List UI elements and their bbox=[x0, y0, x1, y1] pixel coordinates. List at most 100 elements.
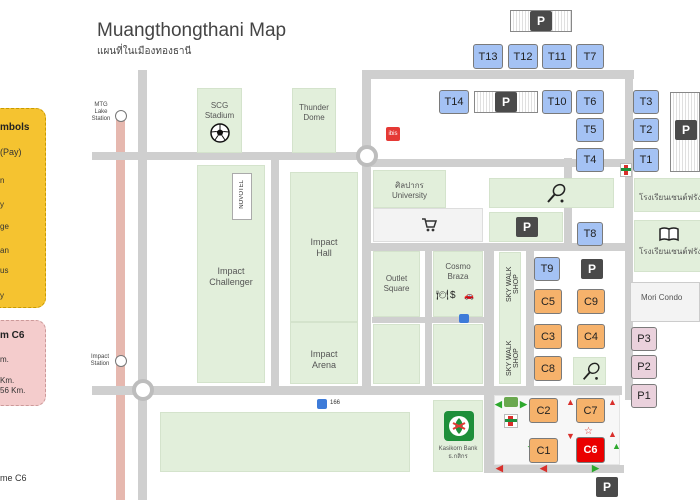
bus-stop-icon bbox=[317, 399, 327, 409]
tower-t1[interactable]: T1 bbox=[633, 148, 659, 172]
tower-t11[interactable]: T11 bbox=[542, 44, 572, 69]
tennis-court-block[interactable] bbox=[573, 357, 606, 385]
road bbox=[362, 70, 634, 79]
tower-t8[interactable]: T8 bbox=[577, 222, 603, 246]
parking-icon[interactable]: P bbox=[530, 11, 552, 31]
building-p2[interactable]: P2 bbox=[631, 355, 657, 379]
parking-icon[interactable]: P bbox=[516, 217, 538, 237]
skywalk-shop-label: SKY WALK SHOP bbox=[506, 266, 520, 302]
tower-t5[interactable]: T5 bbox=[576, 118, 604, 142]
car-icon: 🚗 bbox=[464, 291, 474, 300]
shopping-block[interactable] bbox=[373, 208, 483, 242]
parking-icon[interactable]: P bbox=[581, 259, 603, 279]
direction-arrow-icon: ◀ bbox=[495, 399, 502, 409]
ibis-label: ibis bbox=[388, 131, 398, 137]
impact-hall-block[interactable]: Impact Hall bbox=[290, 172, 358, 322]
condo-c4[interactable]: C4 bbox=[577, 324, 605, 349]
map-title: Muangthongthani Map bbox=[97, 20, 287, 41]
impact-station-marker[interactable] bbox=[115, 355, 127, 367]
condo-c2[interactable]: C2 bbox=[529, 398, 558, 423]
scg-stadium-label: SCG Stadium bbox=[204, 101, 235, 120]
impact-challenger-block[interactable]: Impact Challenger bbox=[197, 165, 265, 383]
thunder-dome-label: Thunder Dome bbox=[299, 103, 329, 122]
novotel-sign: NOVOTEL bbox=[232, 173, 252, 220]
skywalk-shop-block[interactable] bbox=[499, 252, 521, 384]
mtg-lake-station-marker[interactable] bbox=[115, 110, 127, 122]
c6-legend-panel bbox=[0, 320, 46, 406]
condo-c3[interactable]: C3 bbox=[534, 324, 562, 349]
skywalk-shop-label: SKY WALK SHOP bbox=[506, 340, 520, 376]
roundabout bbox=[356, 145, 378, 167]
direction-arrow-icon: ▲ bbox=[608, 397, 617, 407]
map-subtitle: แผนที่ในเมืองทองธานี bbox=[97, 46, 192, 57]
scg-stadium-block[interactable]: SCG Stadium bbox=[197, 88, 242, 153]
parking-icon[interactable]: P bbox=[495, 92, 517, 112]
symbols-legend-line: ge bbox=[0, 222, 9, 231]
direction-arrow-icon: ▲ bbox=[608, 429, 617, 439]
parking-icon[interactable]: P bbox=[596, 477, 618, 497]
kasikorn-bank-block[interactable]: Kasikorn Bank ธ.กสิกร bbox=[433, 400, 483, 472]
condo-c1[interactable]: C1 bbox=[529, 438, 558, 463]
condo-c9[interactable]: C9 bbox=[577, 289, 605, 314]
seven-eleven-icon bbox=[620, 163, 632, 177]
building-p3[interactable]: P3 bbox=[631, 327, 657, 351]
school-block[interactable]: โรงเรียนเซนต์ฟรัง bbox=[634, 220, 700, 272]
condo-c7[interactable]: C7 bbox=[576, 398, 605, 423]
tennis-racket-icon bbox=[544, 182, 568, 206]
symbols-legend-line: y bbox=[0, 291, 4, 300]
impact-station-label: Impact Station bbox=[90, 354, 110, 367]
mori-condo-label: Mori Condo bbox=[641, 293, 683, 302]
direction-arrow-icon: ▶ bbox=[520, 399, 527, 409]
symbols-legend-line: n bbox=[0, 176, 5, 185]
condo-c8[interactable]: C8 bbox=[534, 356, 562, 381]
ibis-hotel-icon[interactable]: ibis bbox=[386, 127, 400, 141]
tower-t7[interactable]: T7 bbox=[576, 44, 604, 69]
bottom-park-block bbox=[160, 412, 410, 472]
tower-t3[interactable]: T3 bbox=[633, 90, 659, 114]
kasikorn-bank-label: Kasikorn Bank ธ.กสิกร bbox=[438, 446, 478, 460]
c6-legend-line: m. bbox=[0, 355, 9, 364]
road bbox=[92, 152, 367, 160]
roundabout bbox=[132, 379, 154, 401]
tower-t2[interactable]: T2 bbox=[633, 118, 659, 142]
mori-condo-block[interactable]: Mori Condo bbox=[630, 282, 700, 322]
direction-arrow-icon: ◀ bbox=[540, 463, 547, 473]
direction-arrow-icon: ◀ bbox=[496, 463, 503, 473]
tower-t12[interactable]: T12 bbox=[508, 44, 538, 69]
c6-legend-line: 56 Km. bbox=[0, 386, 26, 395]
direction-arrow-icon: ▲ bbox=[566, 397, 575, 407]
road bbox=[138, 70, 147, 500]
road bbox=[362, 70, 371, 390]
c6-legend-title: m C6 bbox=[0, 330, 25, 341]
condo-c5[interactable]: C5 bbox=[534, 289, 562, 314]
outlet-square-block[interactable]: Outlet Square bbox=[373, 251, 420, 317]
thunder-dome-block[interactable]: Thunder Dome bbox=[292, 88, 336, 153]
tennis-court-block[interactable] bbox=[489, 178, 614, 208]
school-label: โรงเรียนเซนต์ฟรัง bbox=[639, 193, 700, 202]
tower-t9[interactable]: T9 bbox=[534, 257, 560, 281]
tower-t4[interactable]: T4 bbox=[576, 148, 604, 172]
shopping-cart-icon bbox=[421, 218, 438, 232]
cosmo-braza-south-block bbox=[433, 324, 483, 384]
tower-t6[interactable]: T6 bbox=[576, 90, 604, 114]
book-icon bbox=[659, 226, 679, 242]
impact-arena-block[interactable]: Impact Arena bbox=[290, 322, 358, 384]
tower-t14[interactable]: T14 bbox=[439, 90, 469, 114]
parking-icon[interactable]: P bbox=[675, 120, 697, 140]
tower-t10[interactable]: T10 bbox=[542, 90, 572, 114]
impact-arena-label: Impact Arena bbox=[310, 349, 338, 370]
building-p1[interactable]: P1 bbox=[631, 384, 657, 408]
cosmo-braza-block[interactable]: Cosmo Braza 🍽 $ 🚗 bbox=[433, 251, 483, 317]
symbols-legend-line: us bbox=[0, 266, 9, 275]
silpakorn-university-block[interactable]: ศิลปากร University bbox=[373, 170, 446, 208]
road bbox=[484, 465, 624, 473]
road bbox=[271, 160, 279, 390]
seven-eleven-icon bbox=[504, 414, 518, 428]
tower-t13[interactable]: T13 bbox=[473, 44, 503, 69]
road bbox=[92, 386, 622, 395]
symbols-legend-line: an bbox=[0, 246, 9, 255]
school-block[interactable]: โรงเรียนเซนต์ฟรัง bbox=[634, 178, 700, 212]
condo-c6-highlighted[interactable]: C6 bbox=[576, 437, 605, 463]
symbols-legend-line: y bbox=[0, 200, 4, 209]
